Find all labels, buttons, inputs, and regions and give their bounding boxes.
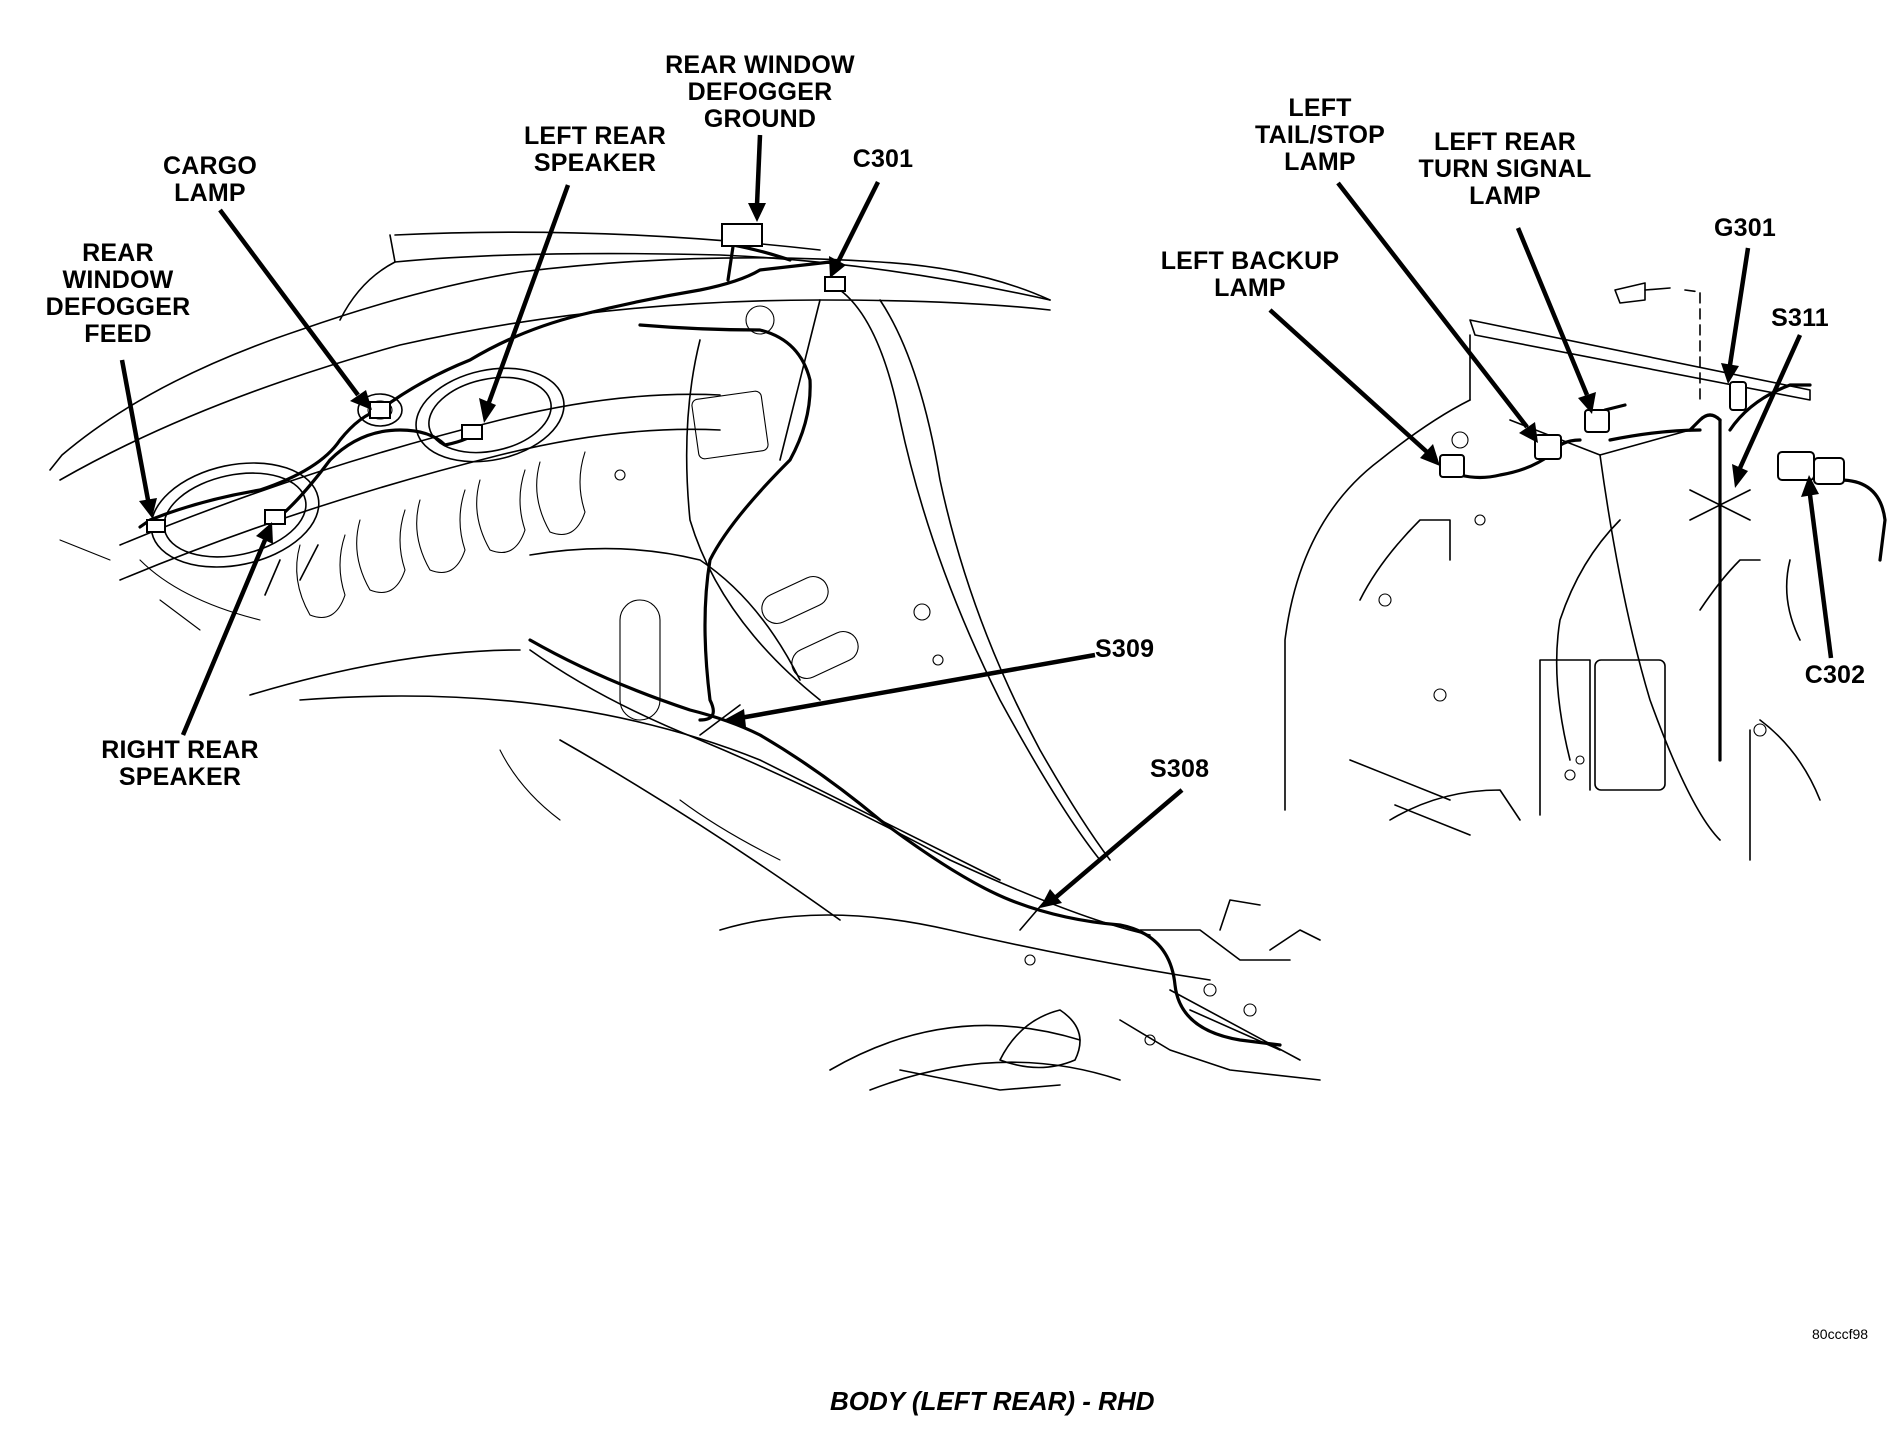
leader-s309 [739,652,1096,721]
left-rear-turn-signal-lamp-connector [1584,409,1610,433]
label-right-rear-speaker: RIGHT REAR SPEAKER [101,736,259,791]
right-body-illustration [1284,282,1887,861]
arrowhead-defogger-ground [748,203,766,222]
leader-lines [119,134,1834,908]
leader-g301 [1727,247,1751,366]
leader-cargo-lamp [218,208,360,397]
label-rear-window-defogger-ground: REAR WINDOW DEFOGGER GROUND [665,51,855,133]
right-connectors [1439,381,1845,485]
right-rear-speaker-connector [264,509,286,525]
label-cargo-lamp: CARGO LAMP [162,152,258,207]
leader-left-rear-speaker [485,184,571,406]
left-connectors [146,223,846,533]
label-c302: C302 [1804,661,1866,689]
c301-connector [824,276,846,292]
label-s309: S309 [1095,635,1155,663]
label-s308: S308 [1150,755,1210,783]
left-rear-speaker-connector [461,424,483,440]
label-left-rear-speaker: LEFT REAR SPEAKER [523,122,667,177]
label-g301: G301 [1714,214,1776,242]
label-rear-window-defogger-feed: REAR WINDOW DEFOGGER FEED [45,239,191,348]
label-left-backup-lamp: LEFT BACKUP LAMP [1160,247,1340,302]
leader-c302 [1807,494,1834,659]
figure-code: 80cccf98 [1812,1326,1869,1342]
leader-left-tail-stop-lamp [1336,181,1529,429]
defogger-feed-connector [146,519,166,533]
c302-connector-b [1813,457,1845,485]
leader-left-backup-lamp [1268,308,1429,454]
cargo-lamp-connector [369,401,391,419]
left-tail-stop-lamp-connector [1534,434,1562,460]
defogger-ground-terminal [721,223,763,247]
leader-c301 [835,180,881,264]
g301-terminal [1729,381,1747,411]
c302-connector-a [1777,451,1815,481]
leader-right-rear-speaker [180,539,268,736]
label-left-tail-stop-lamp: LEFT TAIL/STOP LAMP [1254,94,1386,176]
figure-caption: BODY (LEFT REAR) - RHD [830,1386,1155,1416]
leader-left-rear-turn-signal [1515,227,1590,396]
leader-defogger-feed [119,359,151,501]
left-body-illustration [49,231,1321,1091]
shelf-ribs [296,451,586,619]
label-s311: S311 [1771,304,1829,332]
label-c301: C301 [852,145,914,173]
label-left-rear-turn-signal-lamp: LEFT REAR TURN SIGNAL LAMP [1418,128,1592,210]
left-backup-lamp-connector [1439,454,1465,478]
leader-s308 [1053,788,1184,900]
leader-defogger-ground [754,134,763,206]
leader-s311 [1737,334,1803,469]
